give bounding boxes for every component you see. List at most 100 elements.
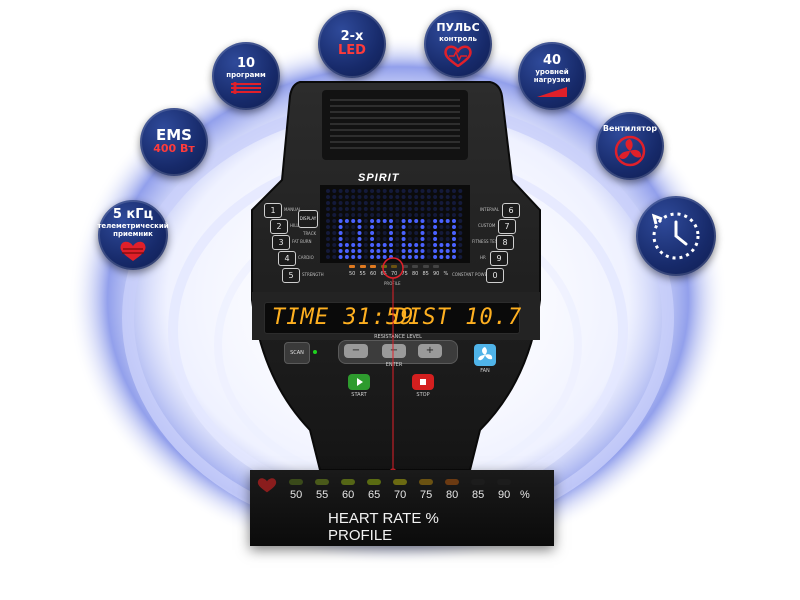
matrix-dot [401,249,406,253]
matrix-dot [357,207,362,211]
matrix-dot [357,231,362,235]
matrix-dot [445,219,450,223]
program-5-button[interactable]: 5 [282,268,300,283]
matrix-dot [426,243,431,247]
matrix-dot [452,201,456,205]
matrix-dot [351,225,356,229]
matrix-dot [395,243,400,247]
clock-icon [651,212,700,260]
program-0-button[interactable]: 0 [486,268,504,283]
profile-scale-tick: 70 [394,489,407,501]
program-1-button[interactable]: 1 [264,203,282,218]
resistance-label: RESISTANCE LEVEL [374,334,422,340]
console-hr-tick: 75 [401,271,408,277]
program-3-button[interactable]: 3 [272,235,290,250]
matrix-dot [376,195,381,199]
matrix-dot [376,237,381,241]
matrix-dot [426,231,431,235]
program-6-button[interactable]: 6 [502,203,520,218]
matrix-dot [414,231,419,235]
matrix-dot [401,231,406,235]
matrix-dot [414,213,419,217]
matrix-dot [370,195,375,199]
start-button[interactable] [348,374,370,390]
enter-label: ENTER [385,362,403,368]
profile-scale-tick: 50 [290,489,303,501]
matrix-dot [433,201,438,205]
matrix-dot [389,201,393,205]
matrix-dot [395,219,400,223]
program-9-label: HR [480,255,486,260]
heart-icon [257,478,277,493]
matrix-dot [363,201,368,205]
badge-levels-line2: уровней [535,68,569,76]
matrix-dot [426,201,431,205]
program-7-label: CUSTOM [478,223,496,228]
profile-led [419,479,433,485]
matrix-dot [363,219,368,223]
matrix-dot [357,225,362,229]
matrix-dot [439,207,444,211]
badge-ems-power: 400 Вт [153,142,195,155]
stop-button[interactable] [412,374,434,390]
fan-button[interactable] [474,344,496,366]
profile-led [445,479,459,485]
matrix-dot [458,213,463,217]
matrix-dot [458,237,463,241]
fan-icon [614,135,646,167]
matrix-dot [420,255,425,259]
console-hr-led [359,265,366,268]
matrix-dot [445,213,450,217]
console-hr-led [391,265,397,268]
matrix-dot [344,237,349,241]
profile-scale-tick: 75 [420,489,433,501]
matrix-dot [351,213,356,217]
matrix-dot [420,207,425,211]
program-8-button[interactable]: 8 [496,235,514,250]
matrix-dot [445,243,450,247]
matrix-dot [363,213,368,217]
enter-button[interactable]: − [382,344,406,358]
matrix-dot [389,225,393,229]
matrix-dot [382,243,387,247]
matrix-dot [376,189,381,193]
matrix-dot [433,255,438,259]
matrix-dot [445,195,450,199]
program-2-button[interactable]: 2 [270,219,288,234]
fan-button-icon [478,347,493,361]
scan-button[interactable]: SCAN [284,342,310,364]
matrix-dot [338,207,343,211]
console-hr-led [370,265,376,268]
matrix-dot [395,255,400,259]
matrix-dot [439,201,444,205]
program-4-button[interactable]: 4 [278,251,296,266]
matrix-dot [344,213,349,217]
matrix-dot [452,207,456,211]
matrix-dot [389,231,393,235]
badge-pulse-title: ПУЛЬС [436,21,480,34]
matrix-dot [357,255,362,259]
console-hr-tick: 70 [391,271,398,277]
led-readout [264,302,520,334]
matrix-dot [357,243,362,247]
matrix-dot [351,195,356,199]
matrix-dot [389,237,393,241]
matrix-dot [326,207,330,211]
matrix-dot [326,255,330,259]
badge-pulse: ПУЛЬС контроль [424,10,492,78]
matrix-dot [426,189,431,193]
matrix-dot [439,195,444,199]
matrix-dot [401,207,406,211]
led-time: TIME 31:59 [272,305,415,330]
profile-scale-tick: 90 [498,489,511,501]
resistance-minus-button[interactable]: − [344,344,368,358]
matrix-dot [351,249,356,253]
program-4-label: CARDIO [298,255,314,260]
display-button[interactable]: DISPLAY [298,210,318,228]
matrix-dot [407,195,412,199]
resistance-plus-button[interactable]: + [418,344,442,358]
program-9-button[interactable]: 9 [490,251,508,266]
program-7-button[interactable]: 7 [498,219,516,234]
matrix-dot [420,243,425,247]
matrix-dot [401,225,406,229]
